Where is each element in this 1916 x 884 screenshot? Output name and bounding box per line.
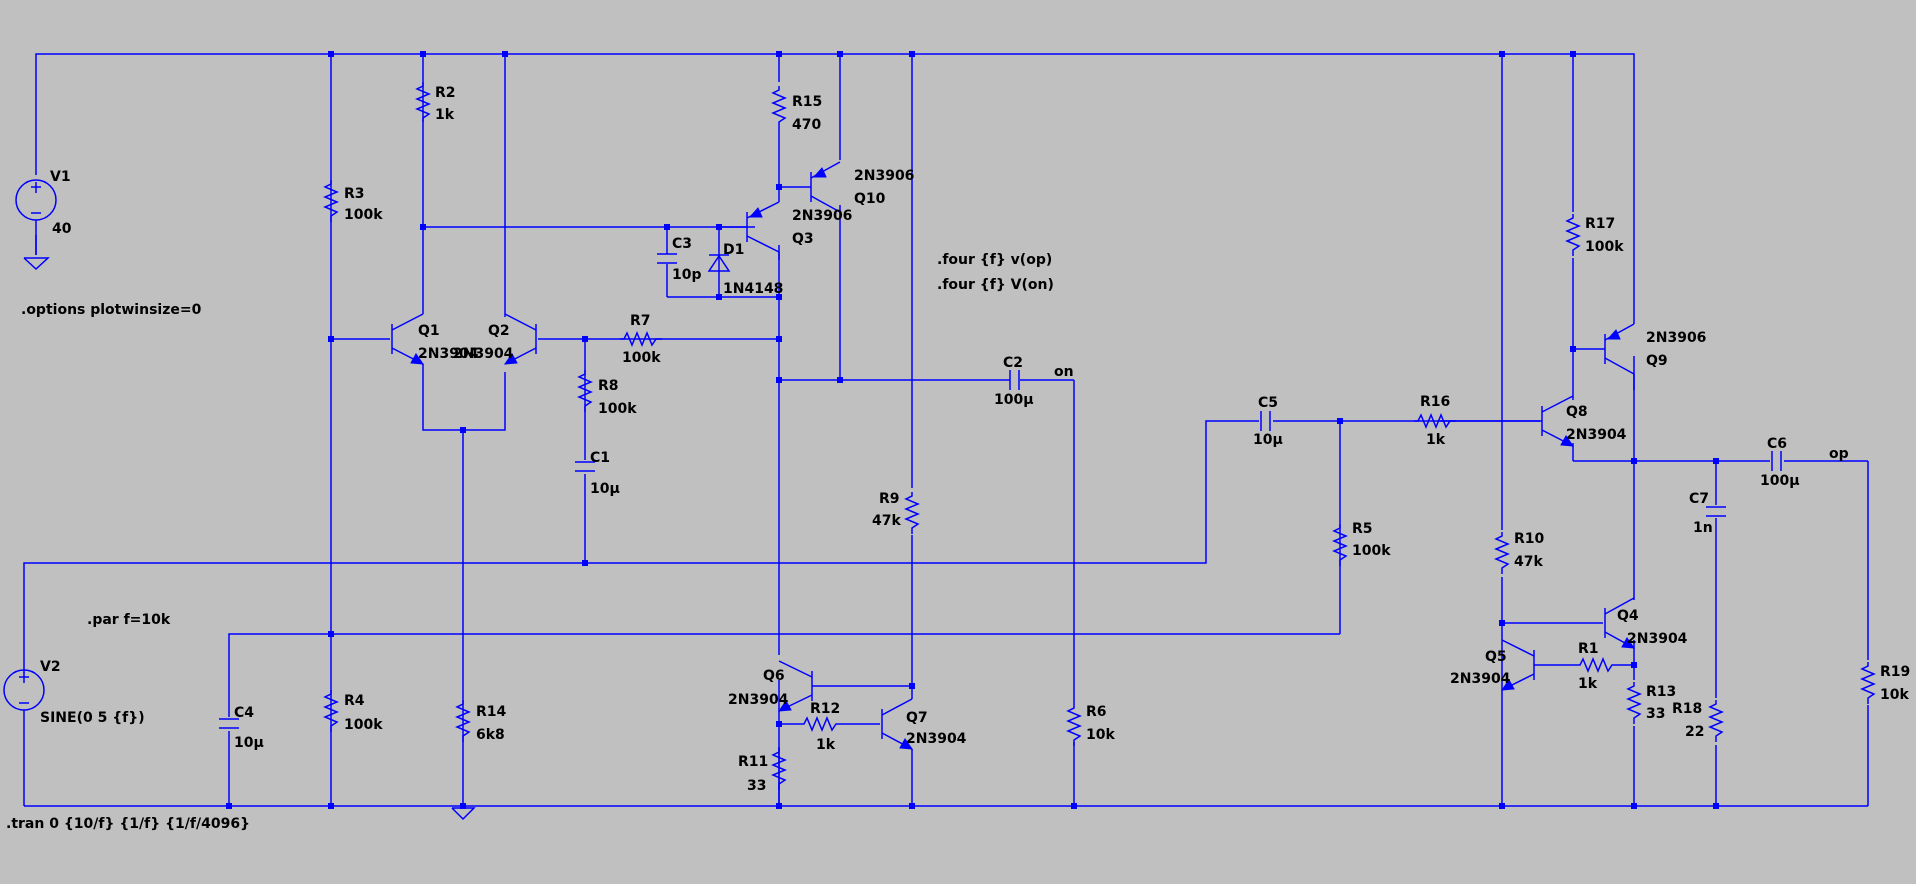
r5-value: 100k (1352, 543, 1391, 559)
directive-options: .options plotwinsize=0 (21, 302, 202, 318)
net-label-on: on (1054, 364, 1074, 380)
r12-value: 1k (816, 737, 836, 753)
r2-value: 1k (435, 107, 455, 123)
r16-value: 1k (1426, 432, 1446, 448)
q10-ref: Q10 (854, 191, 886, 207)
r7-value: 100k (622, 350, 661, 366)
r14-ref: R14 (476, 704, 507, 720)
r8-ref: R8 (598, 378, 619, 394)
q6-ref: Q6 (763, 668, 785, 684)
r18-value: 22 (1685, 724, 1704, 740)
q4-ref: Q4 (1617, 608, 1639, 624)
v2-value: SINE(0 5 {f}) (40, 710, 145, 726)
net-label-op: op (1829, 446, 1849, 462)
q3-ref: Q3 (792, 231, 814, 247)
transistors[interactable] (391, 161, 1636, 755)
r13-ref: R13 (1646, 684, 1676, 700)
q9-ref: Q9 (1646, 353, 1668, 369)
c6-value: 100µ (1760, 473, 1800, 489)
r9-value: 47k (872, 513, 901, 529)
r7-ref: R7 (630, 313, 651, 329)
v2-source[interactable] (3, 669, 45, 806)
c2-value: 100µ (994, 392, 1034, 408)
r14-value: 6k8 (476, 727, 505, 743)
d1-diode[interactable] (707, 227, 731, 297)
directive-tran: .tran 0 {10/f} {1/f} {1/f/4096} (6, 816, 250, 832)
q8-value: 2N3904 (1566, 427, 1627, 443)
r16-ref: R16 (1420, 394, 1450, 410)
r4-ref: R4 (344, 693, 365, 709)
r11-ref: R11 (738, 754, 768, 770)
q4-value: 2N3904 (1627, 631, 1688, 647)
directive-param: .par f=10k (87, 612, 171, 628)
c4-value: 10µ (234, 735, 264, 751)
c4-ref: C4 (234, 705, 254, 721)
ground-icon (23, 257, 50, 271)
c7-ref: C7 (1689, 491, 1709, 507)
r4-value: 100k (344, 717, 383, 733)
c6-ref: C6 (1767, 436, 1787, 452)
c1-value: 10µ (590, 481, 620, 497)
q7-ref: Q7 (906, 710, 928, 726)
r6-value: 10k (1086, 727, 1115, 743)
r17-ref: R17 (1585, 216, 1615, 232)
q2-value: 2N3904 (453, 346, 514, 362)
r3-ref: R3 (344, 186, 365, 202)
r1-ref: R1 (1578, 641, 1599, 657)
c5-ref: C5 (1258, 395, 1278, 411)
r19-value: 10k (1880, 687, 1909, 703)
net-labels: on op (1054, 364, 1849, 462)
v1-value: 40 (52, 221, 72, 237)
r6-ref: R6 (1086, 704, 1107, 720)
d1-value: 1N4148 (723, 281, 783, 297)
r10-value: 47k (1514, 554, 1543, 570)
q1-value: 2N3904 (418, 346, 479, 362)
directive-four-op: .four {f} v(op) (937, 252, 1052, 268)
v2-ref: V2 (40, 659, 61, 675)
r9-ref: R9 (879, 491, 900, 507)
r3-value: 100k (344, 207, 383, 223)
d1-ref: D1 (723, 242, 744, 258)
r13-value: 33 (1646, 706, 1665, 722)
c5-value: 10µ (1253, 432, 1283, 448)
r5-ref: R5 (1352, 521, 1373, 537)
q5-value: 2N3904 (1450, 671, 1511, 687)
r19-ref: R19 (1880, 664, 1910, 680)
capacitors[interactable] (216, 227, 1784, 731)
r12-ref: R12 (810, 701, 840, 717)
r15-ref: R15 (792, 94, 822, 110)
v1-ref: V1 (50, 169, 71, 185)
spice-directives[interactable]: .options plotwinsize=0 .par f=10k .four … (6, 252, 1054, 832)
r18-ref: R18 (1672, 701, 1702, 717)
q2-ref: Q2 (488, 323, 510, 339)
r10-ref: R10 (1514, 531, 1545, 547)
v1-source[interactable] (15, 179, 57, 255)
q8-ref: Q8 (1566, 404, 1588, 420)
component-labels: V1 40 V2 SINE(0 5 {f}) R1 1k R2 1k R3 10… (40, 85, 1910, 794)
q5-ref: Q5 (1485, 649, 1507, 665)
q3-value: 2N3906 (792, 208, 852, 224)
q7-value: 2N3904 (906, 731, 967, 747)
c2-ref: C2 (1003, 355, 1023, 371)
wires (23, 53, 1869, 807)
q6-value: 2N3904 (728, 692, 789, 708)
q10-value: 2N3906 (854, 168, 914, 184)
c3-ref: C3 (672, 236, 692, 252)
r17-value: 100k (1585, 239, 1624, 255)
c7-value: 1n (1693, 520, 1713, 536)
c1-ref: C1 (590, 450, 610, 466)
r1-value: 1k (1578, 676, 1598, 692)
ground-icon (451, 807, 476, 821)
q9-value: 2N3906 (1646, 330, 1706, 346)
r8-value: 100k (598, 401, 637, 417)
directive-four-on: .four {f} V(on) (937, 277, 1054, 293)
c3-value: 10p (672, 267, 702, 283)
r11-value: 33 (747, 778, 766, 794)
junction-dots (226, 51, 1719, 809)
r2-ref: R2 (435, 85, 456, 101)
r15-value: 470 (792, 117, 821, 133)
q1-ref: Q1 (418, 323, 440, 339)
resistors[interactable] (323, 82, 1876, 790)
